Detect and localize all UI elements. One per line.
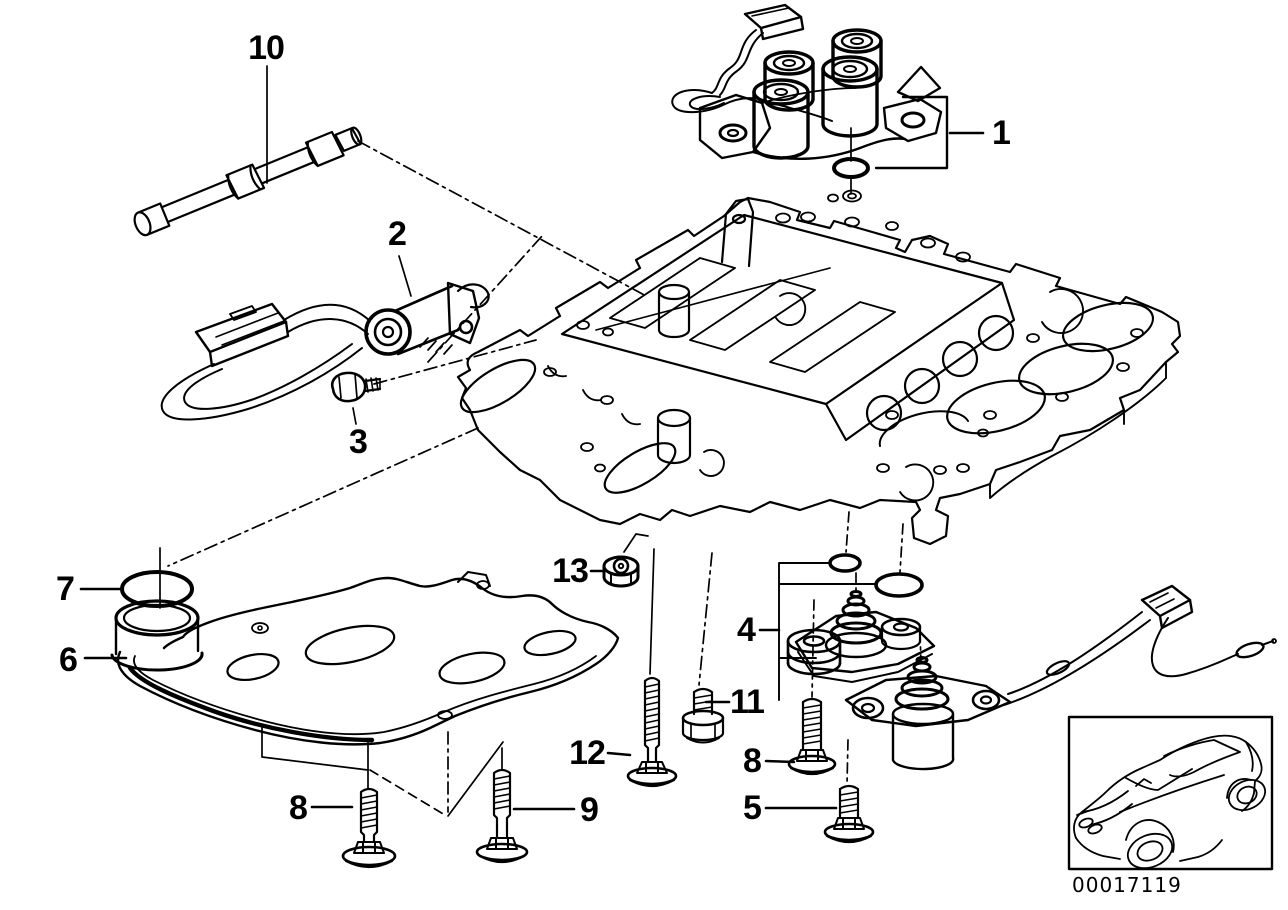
callout-label-9: 9 [580, 791, 599, 829]
valve-body-drawing [456, 189, 1182, 546]
callout-label-2: 2 [388, 215, 407, 253]
callout-label-13: 13 [552, 552, 589, 590]
callout-label-4: 4 [737, 611, 756, 649]
solenoid-part2-drawing [160, 281, 490, 421]
oil-filter-part6-drawing [110, 571, 620, 746]
car-thumbnail-icon [1067, 715, 1274, 871]
nut-part13-drawing [602, 555, 640, 588]
callout-label-8-left: 8 [289, 789, 308, 827]
oring-part1-drawing [832, 157, 870, 179]
bolt-part8-right-drawing [787, 697, 837, 776]
callout-label-3: 3 [349, 423, 368, 461]
guide-tube-part10-drawing [133, 126, 363, 237]
screw-part3-drawing [330, 371, 382, 403]
callout-label-11: 11 [730, 683, 765, 721]
callout-label-7: 7 [56, 570, 75, 608]
leader-lines [159, 127, 922, 817]
bolt-part9-drawing [475, 768, 529, 864]
bolt-part12-drawing [626, 676, 678, 788]
callout-label-12: 12 [569, 734, 606, 772]
bolt-part8-left-drawing [341, 787, 397, 869]
solenoid-block-part1-drawing [671, 3, 943, 160]
bolt-part11-drawing [681, 687, 725, 744]
callout-label-1: 1 [992, 114, 1011, 152]
callout-label-6: 6 [59, 641, 78, 679]
diagram-id: 00017119 [1072, 873, 1182, 897]
callout-label-5: 5 [743, 789, 762, 827]
callout-label-8-right: 8 [743, 742, 762, 780]
callout-label-10: 10 [248, 29, 285, 67]
regulator-assembly-part4-drawing [786, 553, 1277, 771]
bolt-part5-drawing [823, 784, 875, 844]
